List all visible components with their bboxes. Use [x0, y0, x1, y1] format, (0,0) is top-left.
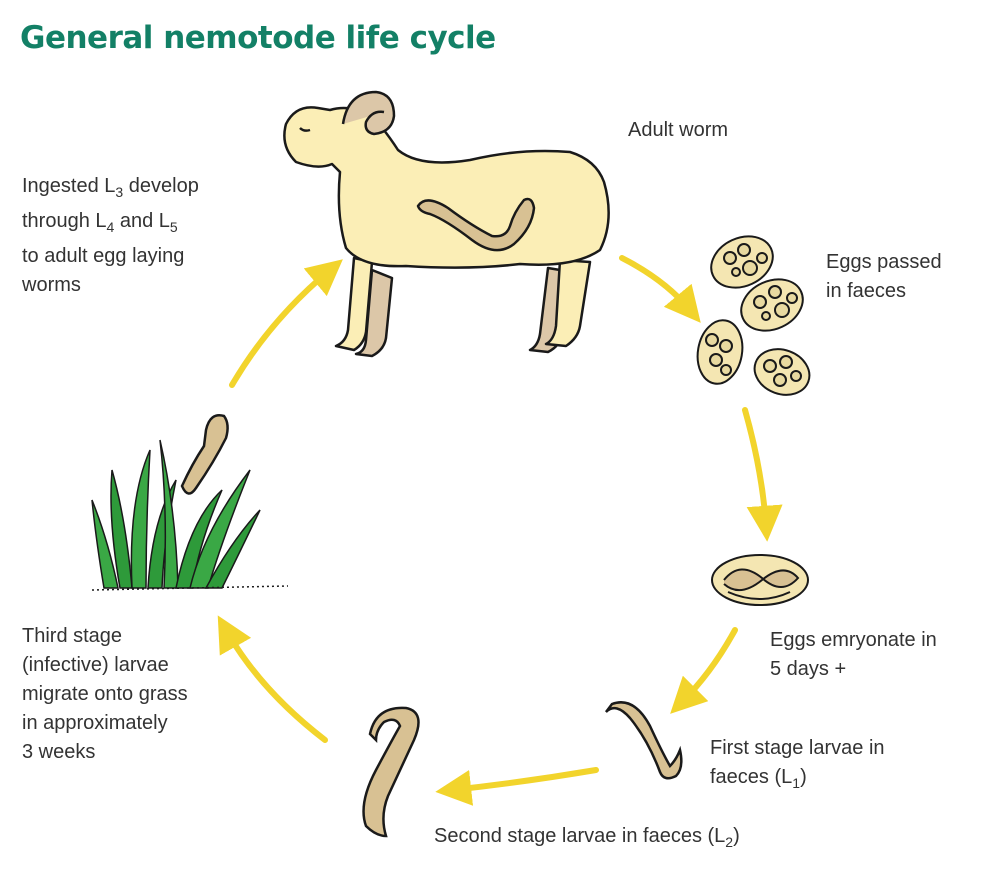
third-stage-label: Third stage (infective) larvae migrate o…: [22, 625, 188, 763]
grass-icon: [91, 414, 289, 591]
second-stage-label: Second stage larvae in faeces (L2): [434, 825, 740, 850]
eggs-group: [696, 235, 811, 396]
egg-icon: [753, 348, 811, 396]
cycle-arrows: [217, 255, 783, 806]
first-stage-label: First stage larvae in faeces (L1): [710, 737, 885, 791]
eggs-passed-label: Eggs passed in faeces: [826, 251, 942, 302]
egg-icon: [710, 235, 774, 289]
arrow-eggs-to-embryonate: [742, 407, 783, 542]
larva-icon: [362, 706, 420, 838]
arrow-sheep-to-eggs: [619, 255, 701, 323]
arrow-l1-to-l2: [435, 767, 599, 806]
embryonate-label: Eggs emryonate in 5 days +: [770, 629, 937, 680]
larva-icon: [605, 701, 683, 780]
embryonated-egg-icon: [711, 554, 809, 606]
adult-worm-label: Adult worm: [628, 119, 729, 141]
sheep-icon: [283, 90, 610, 358]
ingested-label: Ingested L3 develop through L4 and L5 to…: [22, 175, 199, 296]
arrow-l2-to-grass: [217, 615, 328, 743]
egg-icon: [740, 278, 804, 332]
arrow-embryonate-to-l1: [670, 627, 738, 714]
arrow-grass-to-sheep: [229, 259, 343, 388]
diagram-title: General nemotode life cycle: [20, 20, 496, 56]
egg-icon: [696, 319, 744, 385]
